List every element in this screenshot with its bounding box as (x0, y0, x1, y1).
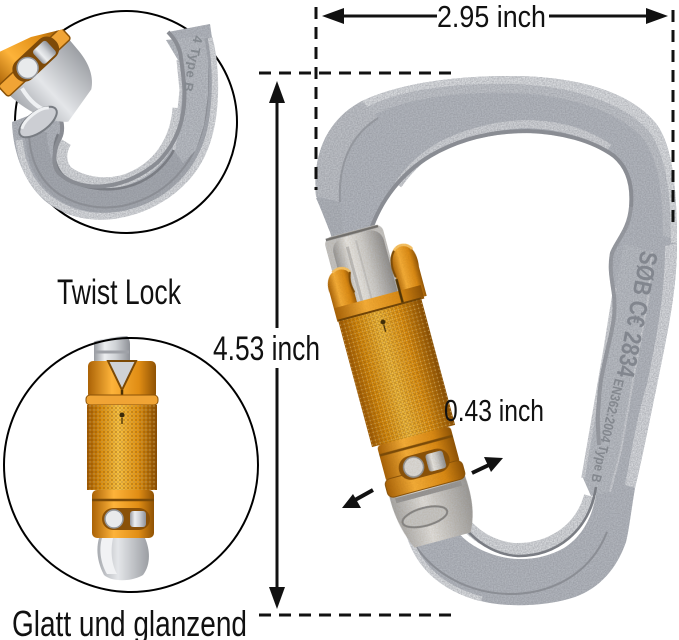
svg-text:Glatt und glanzend: Glatt und glanzend (12, 603, 247, 640)
svg-text:2.95 inch: 2.95 inch (437, 0, 546, 34)
svg-text:Twist Lock: Twist Lock (57, 273, 181, 312)
svg-text:4.53 inch: 4.53 inch (213, 330, 320, 368)
svg-text:0.43 inch: 0.43 inch (444, 393, 544, 428)
